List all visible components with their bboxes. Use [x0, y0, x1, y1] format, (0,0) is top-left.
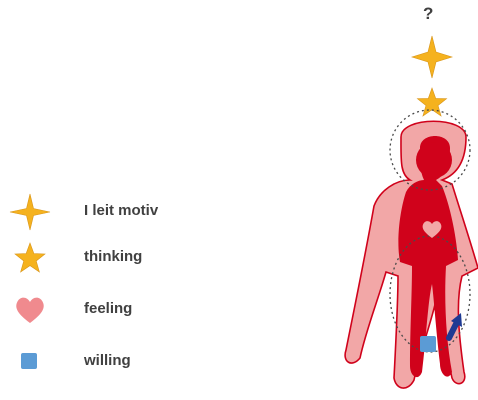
head: [416, 142, 452, 178]
leitmotiv-star-icon: [412, 36, 452, 78]
willing-square-icon: [420, 336, 436, 352]
